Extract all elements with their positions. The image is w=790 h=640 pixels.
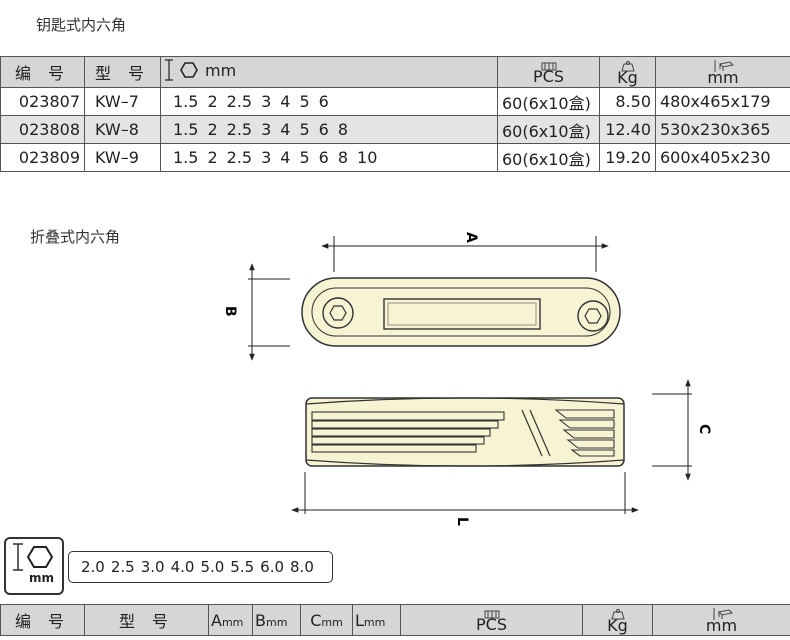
header-b: Bmm [252,604,301,636]
header-pcs: PCS [400,604,583,636]
folding-size-value: 5.0 [200,558,225,576]
header-model: 型 号 [84,604,209,636]
hex-size-value: 4 [280,92,291,111]
box-dimension-icon [713,608,733,620]
hex-size-value: 2.5 [226,120,253,139]
table-header-row: 编 号 型 号 Amm Bmm Cmm Lmm PCS Kg mm [0,604,790,636]
cell-kg: 12.40 [599,115,656,144]
carton-icon [541,62,556,71]
hex-size-value: 2.5 [226,148,253,167]
folding-size-list: 2.0 2.5 3.0 4.0 5.0 5.5 6.0 8.0 [68,551,333,583]
box-dimension-icon [714,60,734,72]
hex-size-value: 2 [207,92,218,111]
hex-size-value: 4 [280,148,291,167]
hex-size-value: 5 [299,92,310,111]
header-dims: mm [655,56,790,88]
folding-hex-key-drawing: A B C [222,232,712,526]
hex-size-value: 2 [207,120,218,139]
hex-size-value: 3 [261,120,272,139]
cell-pcs: 60(6x10盒) [497,87,600,116]
hex-size-icon [13,543,54,571]
cell-code: 023808 [0,115,85,144]
header-kg: Kg [599,56,656,88]
folding-type-spec-table: 编 号 型 号 Amm Bmm Cmm Lmm PCS Kg mm [0,604,790,636]
hex-key-bends [554,409,615,457]
hex-size-value: 3 [261,92,272,111]
hex-size-value: 5 [299,148,310,167]
hex-key-blades [311,411,505,453]
header-hex-size: mm [160,56,498,88]
hex-size-value: 4 [280,120,291,139]
cell-kg: 8.50 [599,87,656,116]
hex-unit-label: mm [205,60,237,80]
cell-pcs: 60(6x10盒) [497,143,600,172]
header-code: 编 号 [0,604,85,636]
folding-size-value: 4.0 [170,558,195,576]
hex-size-value: 1.5 [173,148,199,167]
hex-size-value: 3 [261,148,272,167]
hex-size-badge: mm [4,537,64,595]
cell-dims: 530x230x365 [655,115,790,144]
header-c: Cmm [300,604,353,636]
header-model: 型 号 [84,56,161,88]
label-b: B [222,306,238,317]
cell-kg: 19.20 [599,143,656,172]
hex-size-icon [165,59,198,81]
cell-pcs: 60(6x10盒) [497,115,600,144]
hex-size-value: 8 [337,120,349,139]
cell-dims: 600x405x230 [655,143,790,172]
label-c: C [696,424,712,434]
cell-model: KW–9 [84,143,161,172]
header-dims: mm [652,604,790,636]
section-title-folding-type: 折叠式内六角 [30,228,121,246]
hex-size-value: 5 [299,120,310,139]
folding-size-value: 2.0 [81,558,105,576]
weight-icon [610,608,625,619]
hex-size-value: 10 [357,148,378,167]
folding-size-value: 5.5 [230,558,255,576]
hex-badge-unit: mm [28,571,54,585]
hex-size-value: 6 [318,120,329,139]
left-screw-icon [322,297,354,329]
header-kg: Kg [582,604,653,636]
hex-size-value: 8 [337,148,349,167]
table-header-row: 编 号 型 号 mm PCS Kg mm [0,56,790,88]
tool-top-view [301,277,621,347]
hex-size-value: 6 [318,92,329,111]
hex-size-value: 1.5 [173,92,199,111]
folding-size-value: 6.0 [260,558,285,576]
folding-size-value: 8.0 [290,558,314,576]
weight-icon [620,60,635,71]
cell-code: 023809 [0,143,85,172]
header-a: Amm [208,604,253,636]
carton-icon [484,610,499,619]
section-title-key-type: 钥匙式内六角 [36,16,127,34]
hex-size-value: 2 [207,148,218,167]
tool-side-view [305,397,625,467]
hex-size-value: 6 [318,148,329,167]
header-pcs: PCS [497,56,600,88]
dimension-a: A [321,232,609,272]
hex-size-value: 2.5 [226,92,253,111]
hex-size-value: 1.5 [173,120,199,139]
header-l: Lmm [352,604,401,636]
folding-size-value: 3.0 [140,558,165,576]
folding-size-value: 2.5 [110,558,135,576]
dimension-c: C [652,379,712,481]
label-l: L [454,517,470,526]
dimension-l: L [291,472,639,526]
label-a: A [463,232,479,243]
key-type-spec-table: 编 号 型 号 mm PCS Kg mm 02 [0,56,790,172]
right-screw-icon [577,300,609,332]
dimension-b: B [222,263,290,361]
